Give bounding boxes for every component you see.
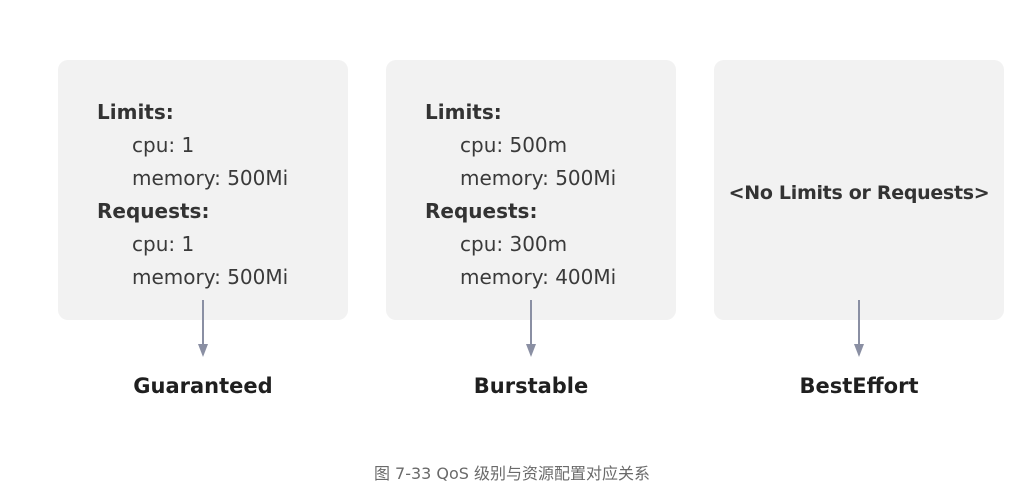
limits-label: Limits: (97, 100, 174, 124)
qos-class-besteffort: BestEffort (799, 374, 919, 398)
resource-card-besteffort: <No Limits or Requests> (714, 60, 1004, 320)
limit-memory: memory: 500Mi (132, 166, 289, 190)
limit-memory: memory: 500Mi (460, 166, 617, 190)
arrow-down-icon (526, 300, 536, 357)
arrow-down-icon (854, 300, 864, 357)
limit-cpu: cpu: 500m (460, 133, 568, 157)
request-cpu: cpu: 300m (460, 232, 568, 256)
resource-card-guaranteed: Limits: cpu: 1 memory: 500Mi Requests: c… (58, 60, 348, 320)
arrow-down-icon (198, 300, 208, 357)
request-cpu: cpu: 1 (132, 232, 195, 256)
request-memory: memory: 400Mi (460, 265, 617, 289)
request-memory: memory: 500Mi (132, 265, 289, 289)
qos-class-guaranteed: Guaranteed (133, 374, 273, 398)
resource-spec: Limits: cpu: 500m memory: 500Mi Requests… (425, 96, 616, 294)
figure-caption: 图 7-33 QoS 级别与资源配置对应关系 (373, 464, 651, 483)
resource-card-burstable: Limits: cpu: 500m memory: 500Mi Requests… (386, 60, 676, 320)
requests-label: Requests: (425, 199, 538, 223)
limit-cpu: cpu: 1 (132, 133, 195, 157)
limits-label: Limits: (425, 100, 502, 124)
requests-label: Requests: (97, 199, 210, 223)
qos-class-burstable: Burstable (473, 374, 589, 398)
resource-spec: Limits: cpu: 1 memory: 500Mi Requests: c… (97, 96, 288, 294)
no-limits-text: <No Limits or Requests> (728, 182, 990, 204)
